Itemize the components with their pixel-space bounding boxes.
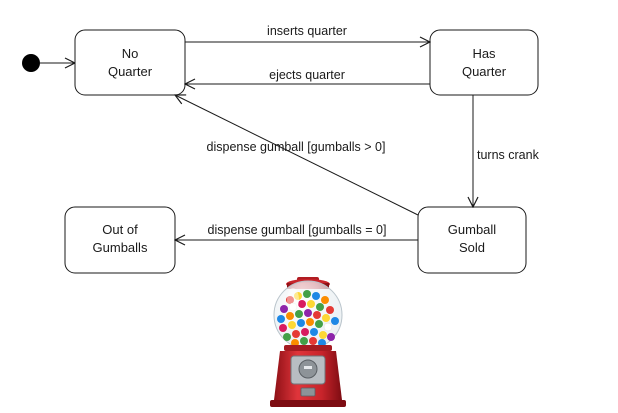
edge-label-inserts-quarter: inserts quarter <box>267 24 347 38</box>
state-has-quarter: Has Quarter <box>429 29 539 96</box>
transition-dispense-more: dispense gumball [gumballs > 0] <box>175 95 419 216</box>
initial-state-icon <box>22 54 40 72</box>
state-gumball-sold-label-2: Sold <box>459 240 485 255</box>
edge-label-ejects-quarter: ejects quarter <box>269 68 345 82</box>
edge-label-dispense-empty: dispense gumball [gumballs = 0] <box>208 223 387 237</box>
state-out-of-gumballs-label-2: Gumballs <box>93 240 148 255</box>
edge-dispense-more <box>175 95 419 216</box>
state-has-quarter-box <box>429 29 539 96</box>
edge-label-turns-crank: turns crank <box>477 148 540 162</box>
state-out-of-gumballs: Out of Gumballs <box>64 206 176 274</box>
state-gumball-sold-label-1: Gumball <box>448 222 497 237</box>
state-has-quarter-label-2: Quarter <box>462 64 507 79</box>
state-no-quarter-label-1: No <box>122 46 139 61</box>
state-out-of-gumballs-label-1: Out of <box>102 222 138 237</box>
initial-state <box>22 54 75 72</box>
gumball-machine-icon <box>270 277 346 407</box>
state-no-quarter: No Quarter <box>74 29 186 96</box>
gumballs <box>277 290 339 347</box>
state-gumball-sold: Gumball Sold <box>417 206 527 274</box>
transition-inserts-quarter: inserts quarter <box>185 24 430 42</box>
edge-label-dispense-more: dispense gumball [gumballs > 0] <box>207 140 386 154</box>
transition-dispense-empty: dispense gumball [gumballs = 0] <box>175 223 418 240</box>
state-no-quarter-label-2: Quarter <box>108 64 153 79</box>
transition-ejects-quarter: ejects quarter <box>185 68 430 84</box>
state-no-quarter-box <box>74 29 186 96</box>
transition-turns-crank: turns crank <box>473 95 540 207</box>
state-has-quarter-label-1: Has <box>472 46 496 61</box>
